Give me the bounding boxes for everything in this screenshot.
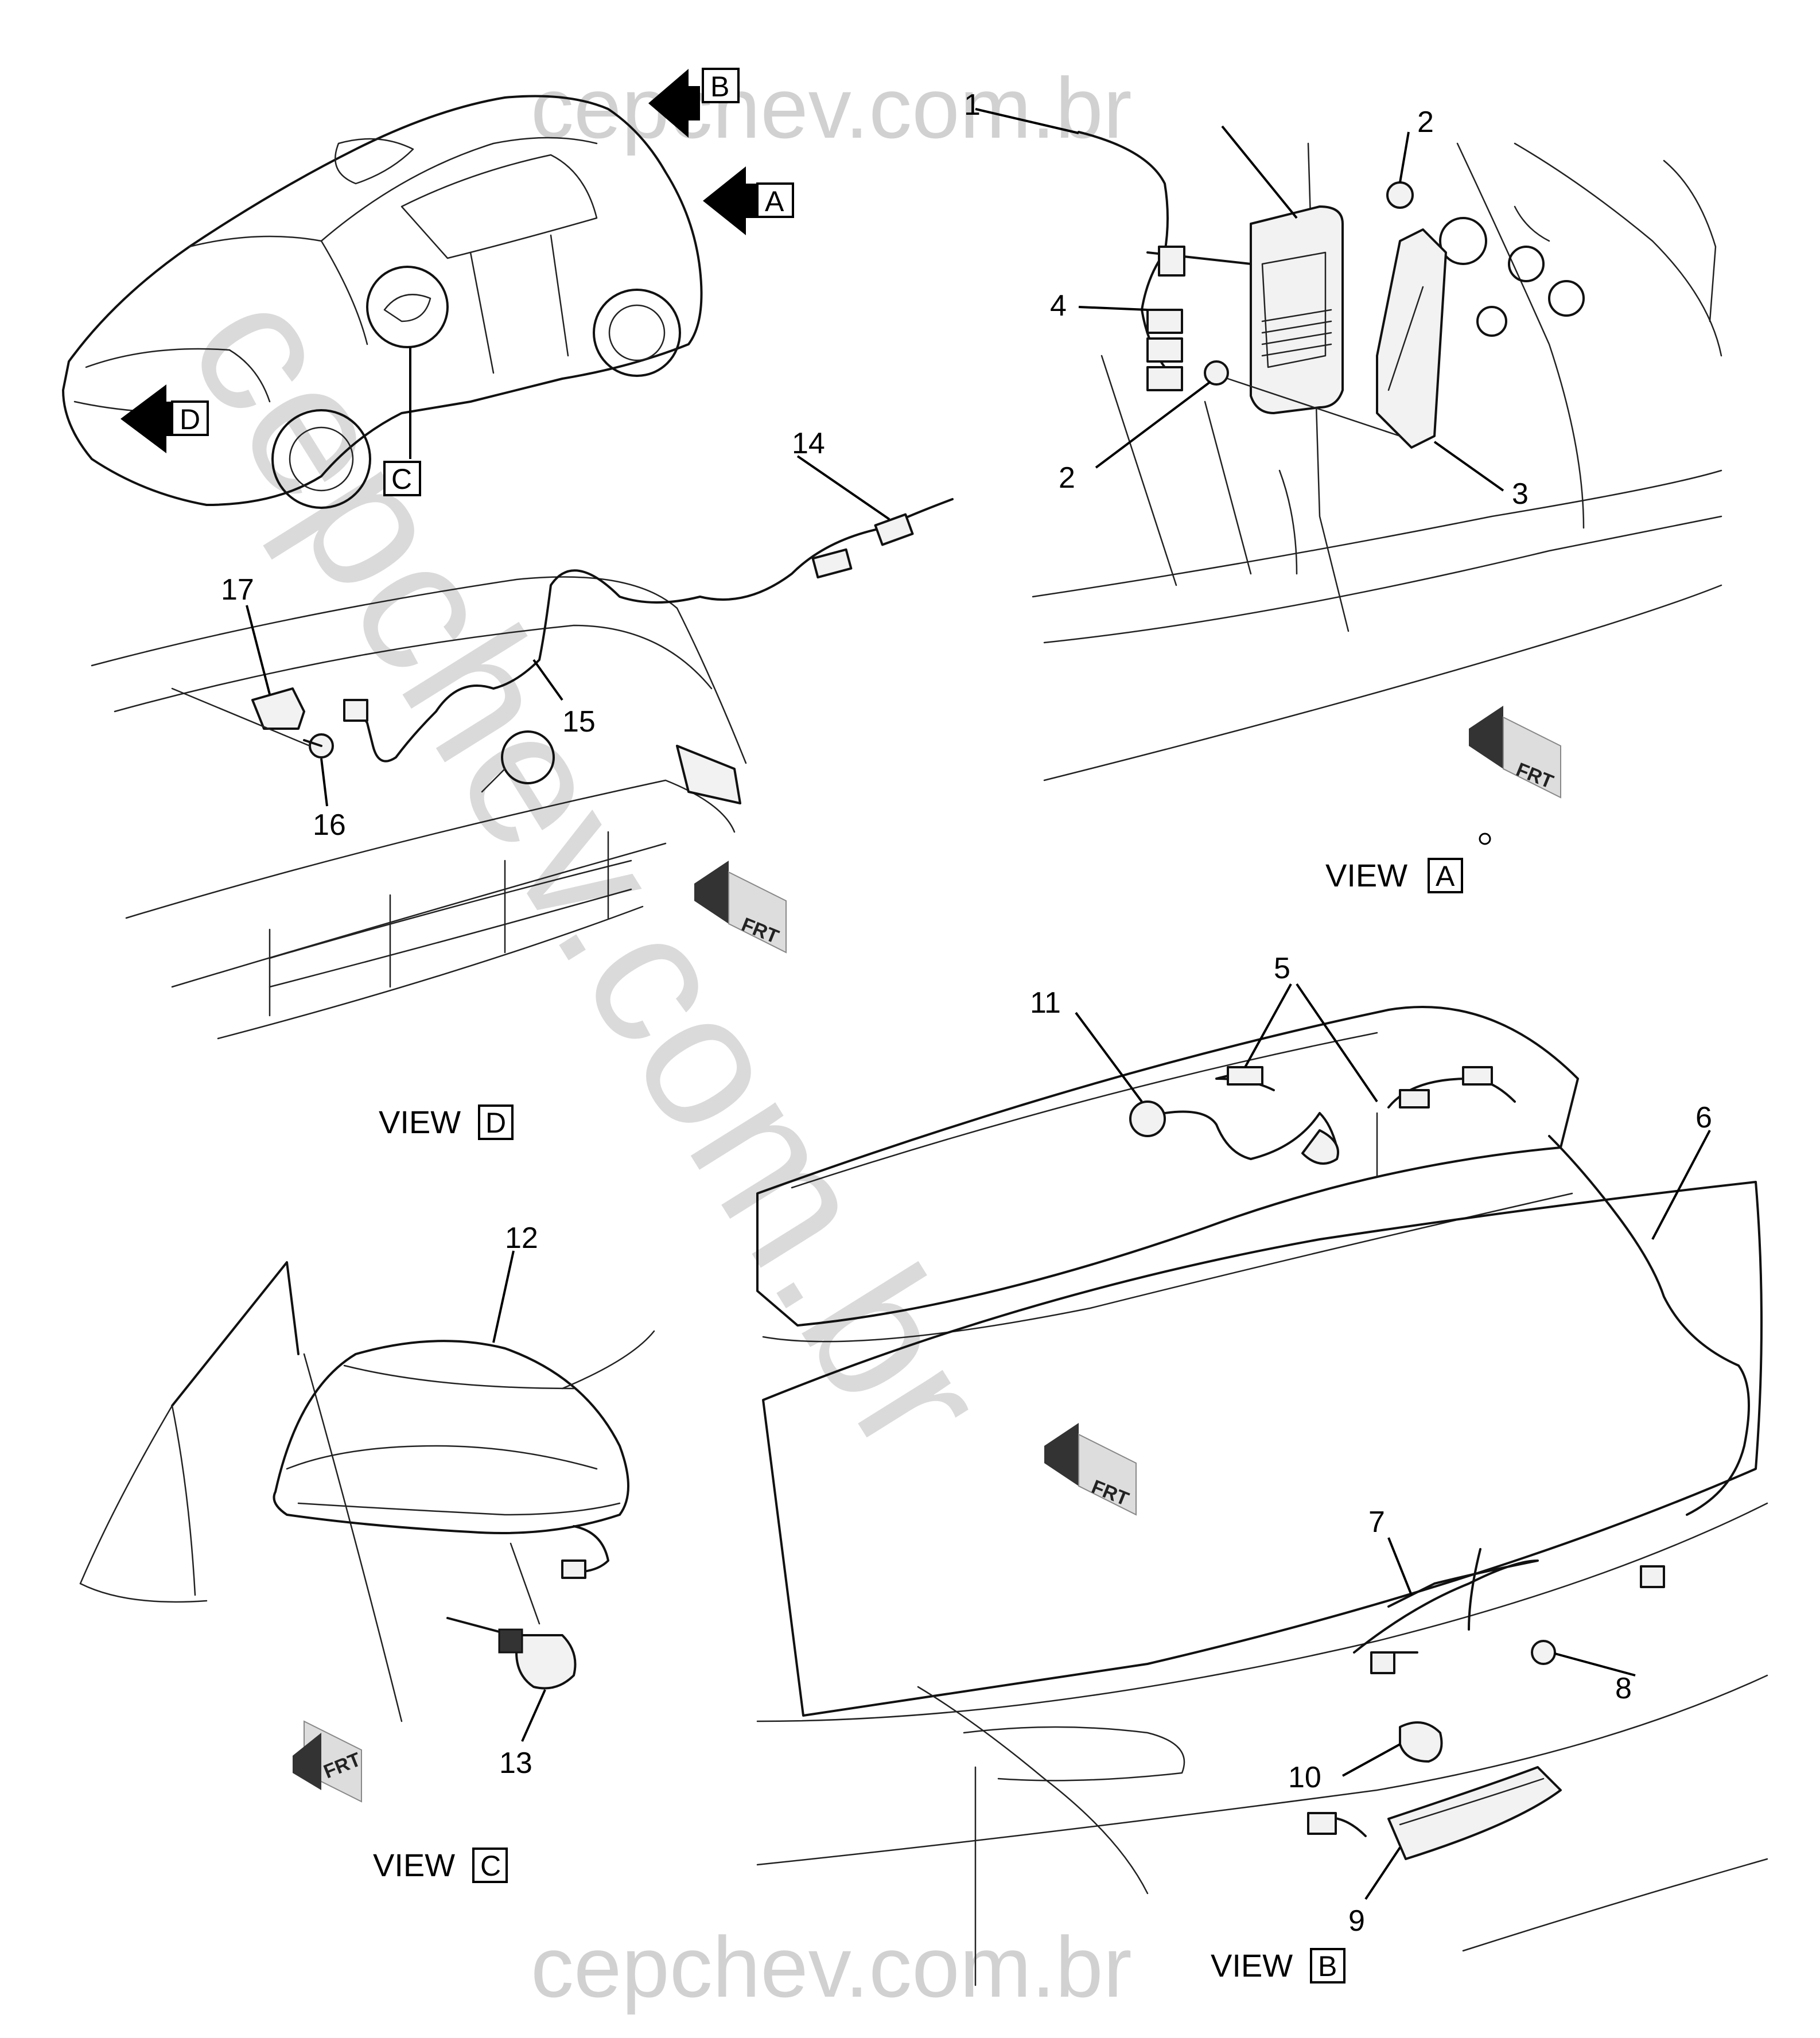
view-a-prefix: VIEW [1325, 857, 1407, 893]
mirror-detail-circle [366, 266, 449, 348]
arrow-view-b: B [648, 68, 740, 138]
camera-part-13 [515, 1634, 577, 1690]
view-a-letter: A [1436, 860, 1455, 892]
callout-7: 7 [1368, 1506, 1385, 1539]
sensor-part-17 [251, 687, 305, 730]
view-b-letter: B [1318, 1950, 1337, 1982]
label-view-c: C [383, 461, 421, 496]
callout-4: 4 [1050, 289, 1067, 322]
callout-16: 16 [313, 808, 346, 842]
view-label-b: VIEW B [1211, 1947, 1345, 1983]
callout-15: 15 [562, 705, 596, 738]
mirror-housing-part-12 [273, 1340, 629, 1534]
callout-5: 5 [1274, 952, 1290, 985]
switch-part-10 [1399, 1721, 1443, 1763]
view-b-prefix: VIEW [1211, 1947, 1293, 1983]
view-a-drawing: FRT [975, 108, 1722, 799]
arrow-a-letter: A [765, 185, 784, 217]
harness-part-7 [1353, 1559, 1539, 1654]
wire-part-6 [1548, 1135, 1750, 1516]
callout-8: 8 [1615, 1672, 1632, 1705]
frt-arrow-view-a: FRT [1469, 706, 1561, 799]
callout-2: 2 [1059, 461, 1075, 495]
arrow-view-d: D [120, 384, 209, 453]
view-c-drawing: FRT [79, 1250, 655, 1803]
callout-13: 13 [499, 1747, 532, 1780]
view-d-prefix: VIEW [379, 1104, 461, 1140]
view-b-drawing: FRT [756, 983, 1768, 1986]
control-module-part-1 [1250, 205, 1344, 414]
watermark-top: cepchev.com.br [531, 60, 1132, 156]
antenna-part-11 [1129, 1100, 1166, 1137]
arrow-b-letter: B [710, 71, 729, 103]
callout-17: 17 [221, 573, 254, 606]
view-label-d: VIEW D [379, 1104, 514, 1140]
view-c-prefix: VIEW [373, 1847, 455, 1883]
callout-10: 10 [1288, 1761, 1321, 1794]
bracket-part-3 [1376, 228, 1447, 449]
callout-9: 9 [1348, 1904, 1365, 1938]
arrow-d-letter: D [180, 403, 200, 435]
nut-part-2a [1386, 181, 1414, 209]
harness-part-15 [355, 498, 954, 763]
callout-14: 14 [792, 427, 825, 460]
view-label-c: VIEW C [373, 1847, 508, 1883]
vehicle-overview [62, 95, 703, 509]
nut-part-2b [1204, 360, 1229, 386]
liftgate-glass [762, 1181, 1763, 1717]
nut-part-8 [1531, 1640, 1556, 1665]
watermark-bottom: cepchev.com.br [531, 1919, 1132, 2015]
frt-arrow-view-b: FRT [1044, 1423, 1137, 1516]
view-label-a: VIEW A [1325, 833, 1491, 893]
callout-2-top: 2 [1417, 106, 1434, 139]
view-d-drawing: FRT [91, 455, 954, 1040]
callout-3: 3 [1512, 477, 1529, 511]
lamp-part-9 [1387, 1766, 1562, 1860]
frt-arrow-view-c: FRT [293, 1720, 364, 1803]
view-d-letter: D [485, 1107, 506, 1139]
callout-6: 6 [1695, 1101, 1712, 1134]
view-c-letter: C [480, 1850, 501, 1882]
callout-11: 11 [1030, 986, 1061, 1020]
arrow-view-a: A [703, 166, 794, 235]
callout-12: 12 [505, 1222, 538, 1255]
label-c-letter: C [391, 463, 412, 495]
callout-1: 1 [964, 88, 981, 122]
